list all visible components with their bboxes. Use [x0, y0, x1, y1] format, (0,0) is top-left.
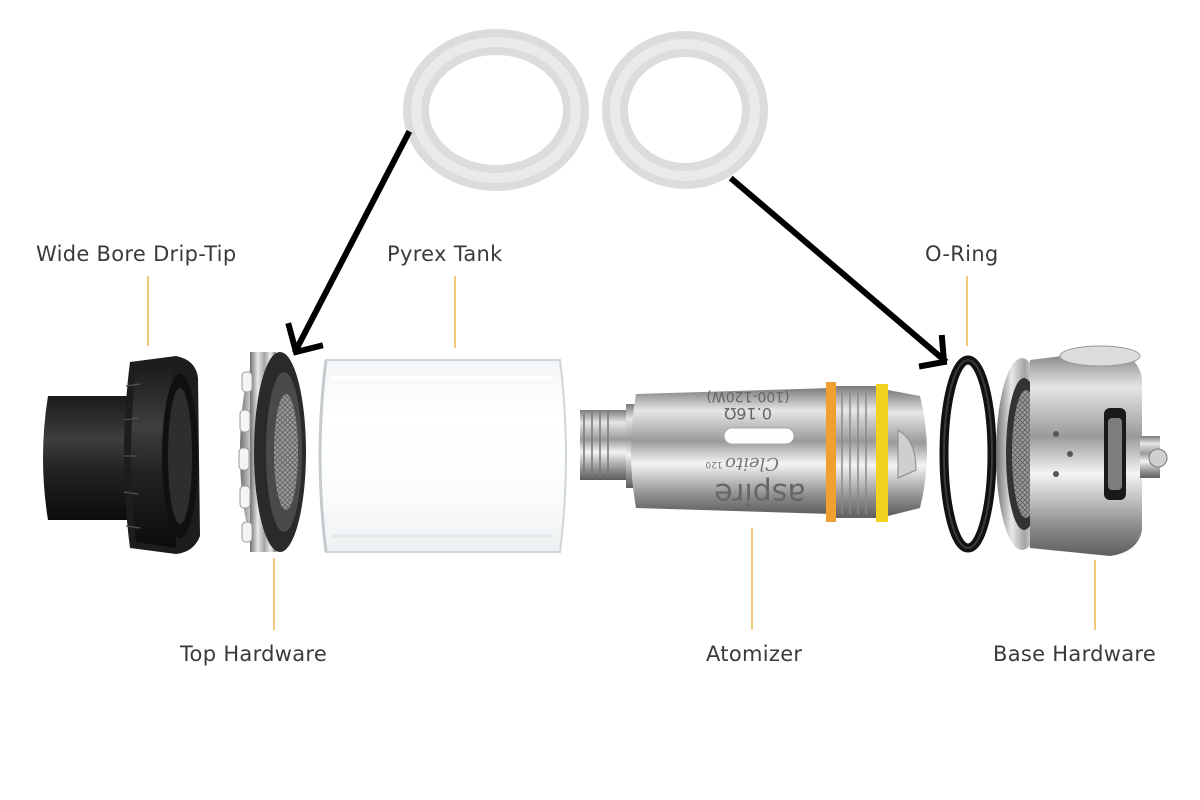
label-atomizer: Atomizer	[706, 642, 803, 666]
coil-brand-engraving: aspire	[714, 476, 806, 511]
leader-base-hardware	[1094, 560, 1096, 630]
arrow-to-top-hardware-icon	[285, 129, 413, 356]
arrow-to-o-ring-icon	[728, 175, 949, 370]
pyrex-tank-part	[318, 359, 567, 553]
base-hardware-part	[996, 345, 1168, 556]
leader-top-hardware	[273, 558, 275, 630]
leader-pyrex-tank	[454, 276, 456, 348]
drip-tip-part	[43, 356, 200, 554]
coil-wattage-engraving: (100-120W)	[706, 388, 789, 404]
o-ring-part	[939, 355, 997, 553]
leader-drip-tip	[147, 276, 149, 346]
atomizer-part: aspire Cleito 120 0.16Ω (100-120W)	[580, 382, 927, 522]
label-pyrex-tank: Pyrex Tank	[387, 242, 503, 266]
label-o-ring: O-Ring	[925, 242, 999, 266]
label-wide-bore-drip-tip: Wide Bore Drip-Tip	[36, 242, 237, 266]
top-hardware-part	[238, 352, 306, 552]
replacement-gasket-right-icon	[602, 31, 768, 189]
gasket-panel	[396, 0, 784, 222]
coil-model-suffix-engraving: 120	[705, 459, 722, 469]
coil-resistance-engraving: 0.16Ω	[724, 404, 772, 423]
leader-atomizer	[751, 528, 753, 630]
label-base-hardware: Base Hardware	[993, 642, 1157, 666]
replacement-gasket-left-icon	[403, 29, 589, 191]
coil-model-engraving: Cleito	[725, 453, 779, 474]
leader-o-ring	[966, 276, 968, 346]
label-top-hardware: Top Hardware	[180, 642, 328, 666]
